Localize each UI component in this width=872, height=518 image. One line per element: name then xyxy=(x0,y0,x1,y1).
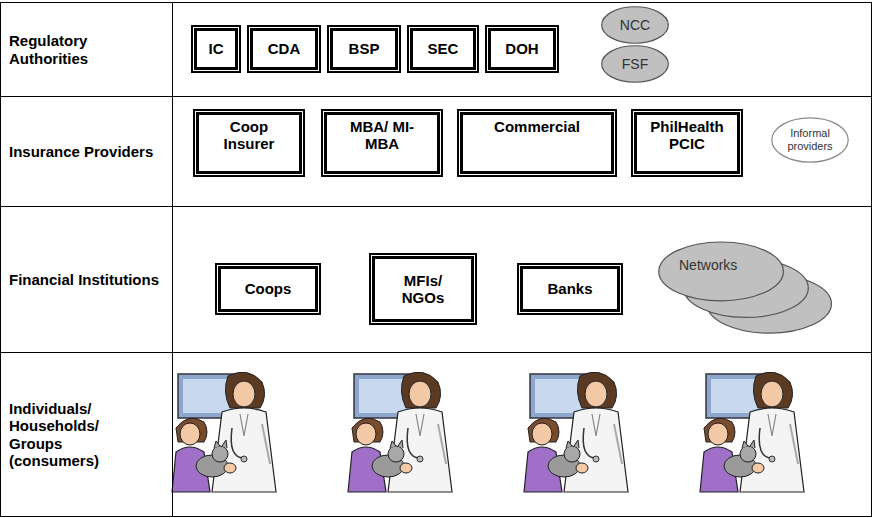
node-label: SEC xyxy=(428,40,459,57)
agency-ellipse: FSF xyxy=(601,45,669,83)
network-ellipses: Networks xyxy=(657,241,835,339)
node-label: FSF xyxy=(622,56,648,72)
row-heading: Regulatory Authorities xyxy=(9,32,164,67)
node-label: IC xyxy=(209,40,224,57)
agency-ellipse: NCC xyxy=(601,6,669,44)
node-label: MBA/ MI-MBA xyxy=(342,118,422,153)
provider-box: Coop Insurer xyxy=(193,109,305,177)
row-band: Insurance Providers Coop Insurer MBA/ MI-M… xyxy=(0,96,872,207)
row-heading: Financial Institutions xyxy=(9,271,159,288)
node-label: NCC xyxy=(620,17,650,33)
node-label: DOH xyxy=(505,40,538,57)
row-band: Regulatory Authorities IC CDA BSP SEC DOH NCC F… xyxy=(0,2,872,97)
row-heading: Insurance Providers xyxy=(9,143,153,160)
node-label: PhilHealth PCIC xyxy=(640,118,734,153)
institution-box: IC xyxy=(191,25,241,73)
institution-box: MFIs/ NGOs xyxy=(369,253,477,325)
row-band: Financial InstitutionsCoops MFIs/ NGOs Ban… xyxy=(0,206,872,353)
node-label: MFIs/ NGOs xyxy=(393,272,453,307)
node-label: CDA xyxy=(268,40,301,57)
institution-box: Coops xyxy=(215,263,321,315)
institution-box: CDA xyxy=(247,25,321,73)
shape-outline xyxy=(657,241,835,339)
institution-box: DOH xyxy=(485,25,559,73)
provider-box: Commercial xyxy=(457,109,617,177)
row-heading-cell: Financial Institutions xyxy=(1,207,173,352)
node-label: Banks xyxy=(547,280,592,297)
node-label: Coops xyxy=(245,280,292,297)
provider-box: PhilHealth PCIC xyxy=(631,109,743,177)
row-band: Individuals/ Households/ Groups (consume… xyxy=(0,352,872,517)
row-heading: Individuals/ Households/ Groups (consume… xyxy=(9,400,119,469)
institution-box: BSP xyxy=(327,25,401,73)
node-label: Commercial xyxy=(494,118,580,135)
node-label: Informal providers xyxy=(780,127,840,152)
row-heading-cell: Individuals/ Households/ Groups (consume… xyxy=(1,353,173,516)
provider-box: MBA/ MI-MBA xyxy=(321,109,443,177)
informal-ellipse: Informal providers xyxy=(771,117,849,163)
node-label: Networks xyxy=(679,257,737,273)
institution-box: SEC xyxy=(407,25,479,73)
institution-box: Banks xyxy=(517,263,623,315)
node-label: Coop Insurer xyxy=(214,118,284,153)
row-heading-cell: Insurance Providers xyxy=(1,97,173,206)
row-heading-cell: Regulatory Authorities xyxy=(1,3,173,96)
node-label: BSP xyxy=(349,40,380,57)
